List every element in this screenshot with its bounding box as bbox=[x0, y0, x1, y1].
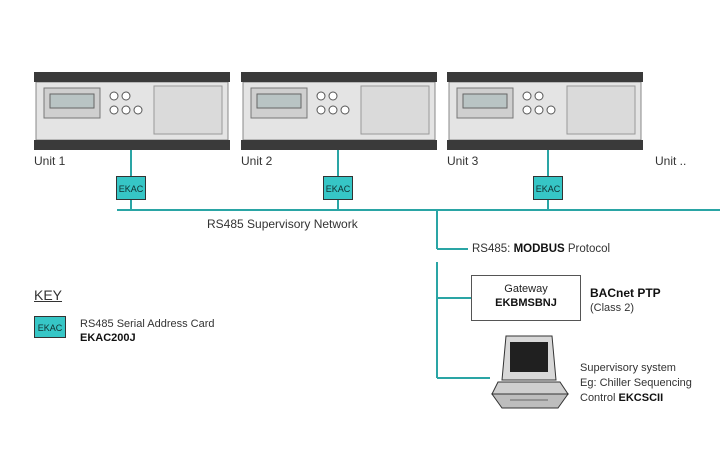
network-label: RS485 Supervisory Network bbox=[207, 217, 358, 231]
unit-label-1: Unit 1 bbox=[34, 154, 66, 168]
ekac-card-unit-3[interactable]: EKAC bbox=[533, 176, 563, 200]
protocol-suffix: Protocol bbox=[567, 243, 611, 255]
supervisory-line-3-prefix: Control bbox=[580, 392, 616, 404]
bacnet-title: BACnet PTP bbox=[590, 286, 661, 300]
ekac-card-unit-2[interactable]: EKAC bbox=[323, 176, 353, 200]
ekac-card-unit-1[interactable]: EKAC bbox=[116, 176, 146, 200]
gateway-box[interactable]: Gateway EKBMSBNJ bbox=[471, 275, 581, 321]
key-card-text: RS485 Serial Address Card bbox=[80, 318, 215, 330]
protocol-prefix: RS485: bbox=[472, 243, 511, 255]
bacnet-class: (Class 2) bbox=[590, 302, 635, 314]
protocol-name: MODBUS bbox=[513, 243, 565, 255]
unit-label-3: Unit 3 bbox=[447, 154, 479, 168]
gateway-model: EKBMSBNJ bbox=[495, 297, 557, 309]
unit-label-more: Unit .. bbox=[655, 154, 687, 168]
protocol-label: RS485: MODBUS Protocol bbox=[472, 243, 610, 255]
key-card-model: EKAC200J bbox=[80, 332, 136, 344]
supervisory-line-2: Eg: Chiller Sequencing bbox=[580, 377, 692, 389]
controller-unit-1[interactable] bbox=[34, 72, 230, 150]
controller-unit-2[interactable] bbox=[241, 72, 437, 150]
key-ekac-swatch: EKAC bbox=[34, 316, 66, 338]
supervisory-line-1: Supervisory system bbox=[580, 362, 676, 374]
gateway-title: Gateway bbox=[504, 283, 548, 295]
supervisory-model: EKCSCII bbox=[618, 392, 664, 404]
computer-icon[interactable] bbox=[488, 334, 572, 412]
controller-unit-3[interactable] bbox=[447, 72, 643, 150]
key-heading: KEY bbox=[34, 287, 63, 303]
supervisory-line-3: Control EKCSCII bbox=[580, 392, 663, 404]
unit-label-2: Unit 2 bbox=[241, 154, 273, 168]
